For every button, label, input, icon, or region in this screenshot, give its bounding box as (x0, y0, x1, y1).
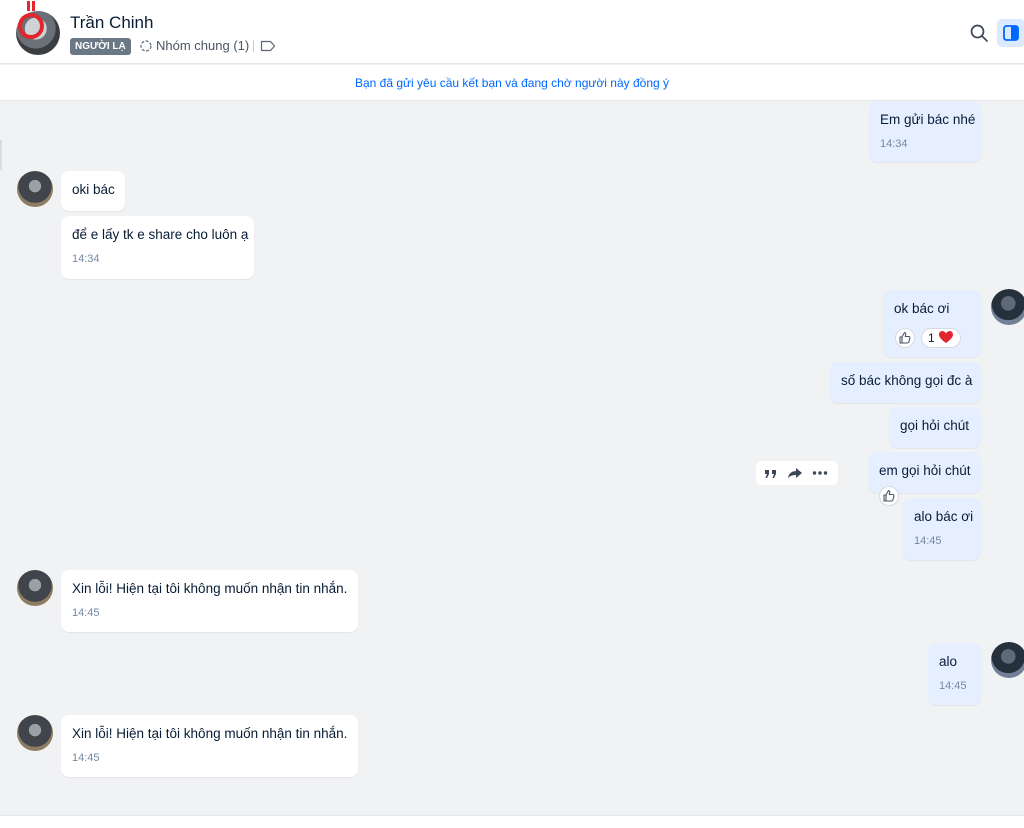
reaction-count-badge[interactable]: 1 (921, 328, 962, 348)
message-bubble[interactable]: số bác không gọi đc à (830, 362, 981, 403)
message-time: 14:34 (880, 138, 908, 150)
message-text: oki bác (72, 182, 115, 197)
message-text: để e lấy tk e share cho luôn ạ (72, 227, 249, 242)
annotation-circle (18, 13, 44, 39)
message-time: 14:45 (939, 680, 967, 692)
message-text: ok bác ơi (894, 301, 950, 316)
message-bubble[interactable]: em gọi hỏi chút (868, 452, 981, 493)
message-text: em gọi hỏi chút (879, 463, 971, 478)
quote-icon[interactable] (762, 464, 780, 482)
message-time: 14:34 (72, 253, 100, 265)
message-bubble[interactable]: oki bác (61, 171, 125, 211)
contact-avatar[interactable] (16, 1, 60, 55)
contact-name[interactable]: Trần Chinh (70, 13, 154, 32)
like-reaction-button[interactable] (895, 328, 915, 348)
message-bubble[interactable]: để e lấy tk e share cho luôn ạ 14:34 (61, 216, 254, 279)
message-text: gọi hỏi chút (900, 418, 970, 433)
message-text: alo bác ơi (914, 509, 974, 524)
message-text: Xin lỗi! Hiện tại tôi không muốn nhận ti… (72, 726, 348, 741)
message-text: alo (939, 654, 958, 669)
tag-icon[interactable] (260, 40, 276, 52)
message-time: 14:45 (72, 752, 100, 764)
message-text: số bác không gọi đc à (841, 373, 973, 388)
my-avatar[interactable] (991, 642, 1024, 678)
scroll-edge (0, 140, 2, 170)
like-reaction-button[interactable] (879, 486, 899, 506)
heart-icon (939, 331, 954, 343)
message-text: Em gửi bác nhé (880, 112, 976, 127)
reaction-count: 1 (928, 331, 935, 345)
message-bubble[interactable]: Xin lỗi! Hiện tại tôi không muốn nhận ti… (61, 570, 358, 632)
more-icon[interactable] (811, 464, 829, 482)
sender-avatar[interactable] (17, 171, 53, 207)
thumbs-up-icon (883, 489, 895, 502)
annotation-mark (27, 1, 35, 11)
composer-edge (0, 815, 1024, 828)
sender-avatar[interactable] (17, 570, 53, 606)
message-time: 14:45 (72, 607, 100, 619)
message-bubble[interactable]: alo 14:45 (928, 643, 981, 705)
message-bubble[interactable]: Em gửi bác nhé 14:34 (869, 101, 981, 162)
friend-request-notice: Bạn đã gửi yêu cầu kết bạn và đang chờ n… (0, 65, 1024, 101)
message-actions (756, 461, 838, 485)
forward-icon[interactable] (786, 464, 804, 482)
group-icon (140, 40, 152, 52)
message-text: Xin lỗi! Hiện tại tôi không muốn nhận ti… (72, 581, 348, 596)
common-groups-link[interactable]: Nhóm chung (1) (156, 38, 250, 53)
message-bubble[interactable]: gọi hỏi chút (889, 407, 981, 448)
stranger-badge: NGƯỜI LẠ (70, 38, 131, 55)
header-divider (253, 40, 254, 52)
chat-header: Trần Chinh NGƯỜI LẠ Nhóm chung (1) (0, 0, 1024, 64)
sidebar-toggle-icon (1003, 25, 1019, 41)
search-icon[interactable] (968, 22, 990, 44)
my-avatar[interactable] (991, 289, 1024, 325)
thumbs-up-icon (899, 331, 911, 344)
message-time: 14:45 (914, 535, 942, 547)
sender-avatar[interactable] (17, 715, 53, 751)
sidebar-toggle-button[interactable] (997, 19, 1024, 47)
message-bubble[interactable]: Xin lỗi! Hiện tại tôi không muốn nhận ti… (61, 715, 358, 777)
message-bubble[interactable]: alo bác ơi 14:45 (903, 498, 981, 560)
